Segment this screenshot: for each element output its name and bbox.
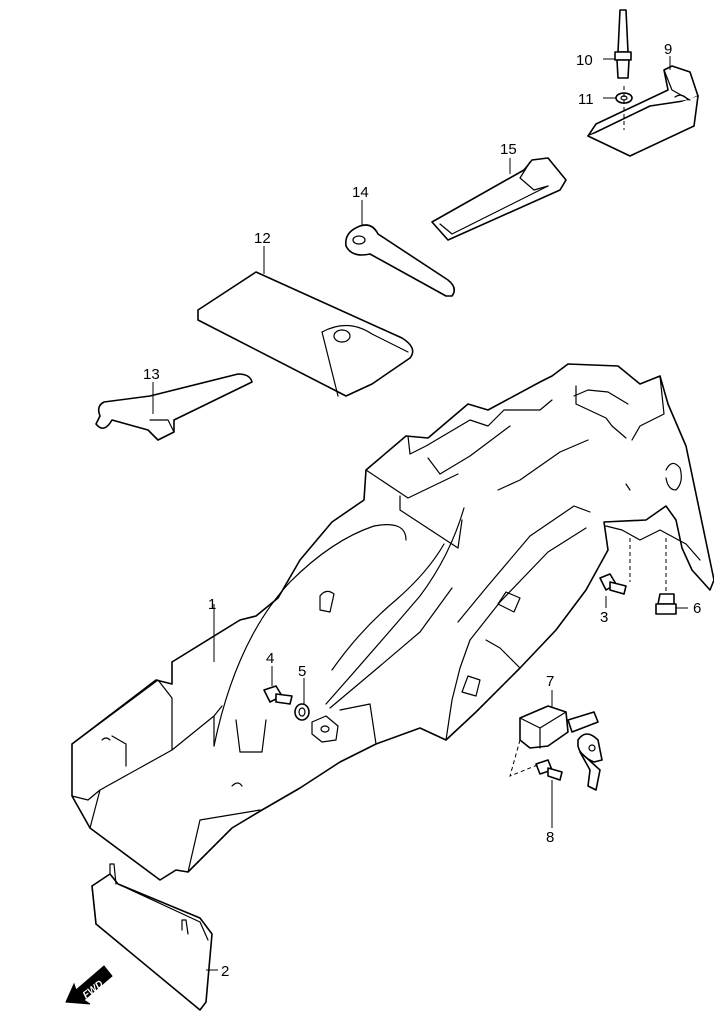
leader-lines: [152, 56, 688, 971]
part-3-bolt: [599, 573, 627, 595]
callout-15: 15: [500, 141, 517, 158]
callout-10: 10: [576, 52, 593, 69]
part-2-cover: [91, 863, 213, 1011]
part-13-hook-wrench: [95, 373, 253, 441]
callout-3: 3: [600, 609, 608, 626]
callout-1: 1: [208, 596, 216, 613]
part-15-strap: [431, 157, 567, 241]
installation-lines: [509, 86, 667, 777]
part-14-wrench: [344, 224, 456, 297]
part-1-rear-fender: [71, 363, 714, 881]
callout-7: 7: [546, 673, 554, 690]
callout-9: 9: [664, 41, 672, 58]
fwd-arrow-icon: FWD: [65, 965, 113, 1005]
part-10-pin: [614, 9, 632, 79]
part-7-lock: [519, 705, 603, 791]
callout-2: 2: [221, 963, 229, 980]
callout-13: 13: [143, 366, 160, 383]
part-6-bolt: [655, 593, 677, 615]
callout-5: 5: [298, 663, 306, 680]
callout-8: 8: [546, 829, 554, 846]
callout-14: 14: [352, 184, 369, 201]
callout-11: 11: [578, 91, 594, 108]
callouts: 10 9 11 15 14 12 13 1 3 6 4 5 7 8 2: [143, 41, 701, 980]
part-4-bolt: [263, 685, 293, 705]
part-9-bracket: [587, 65, 699, 157]
callout-6: 6: [693, 600, 701, 617]
part-5-nut: [294, 703, 310, 721]
callout-12: 12: [254, 230, 271, 247]
part-8-screw: [535, 759, 563, 781]
callout-4: 4: [266, 650, 274, 667]
part-12-tool-bag: [197, 271, 414, 397]
